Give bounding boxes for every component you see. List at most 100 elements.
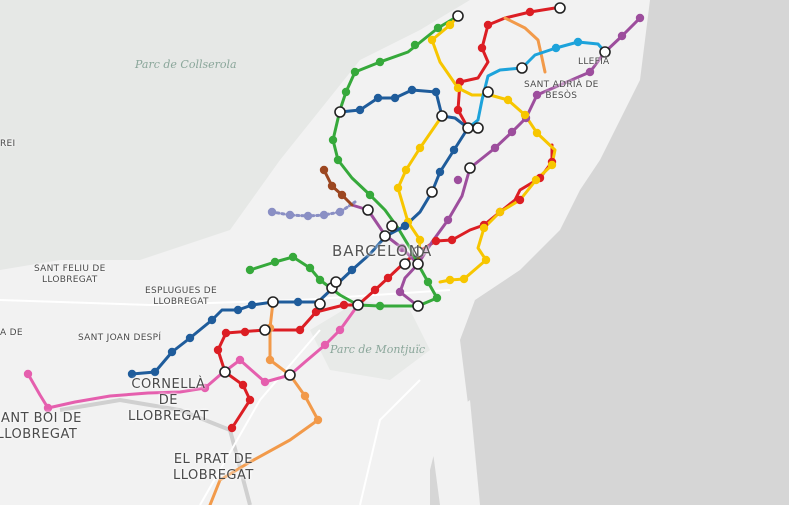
station-l1-11[interactable]: [431, 236, 441, 246]
station-fgc-3[interactable]: [235, 355, 245, 365]
station-l10-1[interactable]: [573, 37, 583, 47]
interchange-station-13[interactable]: [412, 246, 424, 258]
station-l4-10[interactable]: [453, 83, 463, 93]
station-l4-9[interactable]: [503, 95, 513, 105]
station-rb-0[interactable]: [319, 165, 329, 175]
station-l5-8[interactable]: [347, 265, 357, 275]
station-l3-3[interactable]: [305, 263, 315, 273]
station-l5-10[interactable]: [435, 167, 445, 177]
station-l2-6[interactable]: [507, 127, 517, 137]
station-l5-12[interactable]: [355, 105, 365, 115]
station-l4-5[interactable]: [531, 175, 541, 185]
interchange-station-23[interactable]: [219, 366, 231, 378]
station-l1-9[interactable]: [370, 285, 380, 295]
station-l4-16[interactable]: [401, 165, 411, 175]
station-l4-12[interactable]: [445, 20, 455, 30]
station-l1-10[interactable]: [383, 273, 393, 283]
station-l1-8[interactable]: [339, 300, 349, 310]
station-l5-14[interactable]: [390, 93, 400, 103]
station-l3-13[interactable]: [375, 57, 385, 67]
interchange-station-3[interactable]: [599, 46, 611, 58]
interchange-station-25[interactable]: [472, 122, 484, 134]
station-l2-9[interactable]: [585, 67, 595, 77]
station-l3-9[interactable]: [333, 155, 343, 165]
interchange-station-4[interactable]: [482, 86, 494, 98]
station-l4-0[interactable]: [445, 275, 455, 285]
station-l4-1[interactable]: [459, 274, 469, 284]
station-l5-1[interactable]: [150, 367, 160, 377]
station-l5-6[interactable]: [247, 300, 257, 310]
station-l5-0[interactable]: [127, 369, 137, 379]
interchange-station-11[interactable]: [386, 220, 398, 232]
station-l3-12[interactable]: [350, 67, 360, 77]
station-l2-1[interactable]: [397, 243, 407, 253]
station-l2-4[interactable]: [453, 175, 463, 185]
station-l4-8[interactable]: [520, 110, 530, 120]
station-l4-3[interactable]: [479, 223, 489, 233]
interchange-station-16[interactable]: [412, 300, 424, 312]
station-l1-15[interactable]: [515, 195, 525, 205]
station-l1-0[interactable]: [227, 423, 237, 433]
station-l5-16[interactable]: [431, 87, 441, 97]
station-l3-6[interactable]: [432, 293, 442, 303]
interchange-station-5[interactable]: [334, 106, 346, 118]
station-l2-8[interactable]: [532, 90, 542, 100]
station-l3-5[interactable]: [375, 301, 385, 311]
station-l2-2[interactable]: [395, 287, 405, 297]
interchange-station-10[interactable]: [362, 204, 374, 216]
interchange-station-6[interactable]: [436, 110, 448, 122]
station-l3-4[interactable]: [315, 275, 325, 285]
interchange-station-2[interactable]: [516, 62, 528, 74]
interchange-station-8[interactable]: [464, 162, 476, 174]
station-l5-13[interactable]: [373, 93, 383, 103]
station-l1-3[interactable]: [213, 345, 223, 355]
station-l3-7[interactable]: [423, 277, 433, 287]
station-l11-2[interactable]: [303, 211, 313, 221]
station-l3-1[interactable]: [270, 257, 280, 267]
station-rb-2[interactable]: [337, 190, 347, 200]
station-l3-0[interactable]: [245, 265, 255, 275]
station-l4-13[interactable]: [415, 235, 425, 245]
station-l1-20[interactable]: [477, 43, 487, 53]
station-l4-11[interactable]: [427, 35, 437, 45]
interchange-station-14[interactable]: [399, 258, 411, 270]
station-l5-7[interactable]: [293, 297, 303, 307]
station-l4-2[interactable]: [481, 255, 491, 265]
station-l4-7[interactable]: [532, 128, 542, 138]
station-l4-17[interactable]: [415, 143, 425, 153]
interchange-station-17[interactable]: [352, 299, 364, 311]
station-l2-5[interactable]: [490, 143, 500, 153]
station-l1-21[interactable]: [483, 20, 493, 30]
station-l3-2[interactable]: [288, 252, 298, 262]
station-l3-10[interactable]: [328, 135, 338, 145]
interchange-station-12[interactable]: [379, 230, 391, 242]
interchange-station-18[interactable]: [314, 298, 326, 310]
station-l5-4[interactable]: [207, 315, 217, 325]
station-l9-0[interactable]: [265, 355, 275, 365]
station-l5-11[interactable]: [449, 145, 459, 155]
station-l2-10[interactable]: [617, 31, 627, 41]
station-l11-4[interactable]: [335, 207, 345, 217]
station-rb-1[interactable]: [327, 181, 337, 191]
station-l1-12[interactable]: [447, 235, 457, 245]
station-l9-1[interactable]: [300, 391, 310, 401]
interchange-station-0[interactable]: [452, 10, 464, 22]
station-l11-1[interactable]: [285, 210, 295, 220]
station-fgc-0[interactable]: [23, 369, 33, 379]
station-l2-11[interactable]: [635, 13, 645, 23]
station-l2-3[interactable]: [443, 215, 453, 225]
station-l5-15[interactable]: [407, 85, 417, 95]
station-l1-4[interactable]: [221, 328, 231, 338]
station-l4-6[interactable]: [547, 160, 557, 170]
interchange-station-9[interactable]: [426, 186, 438, 198]
station-l1-5[interactable]: [240, 327, 250, 337]
interchange-station-22[interactable]: [259, 324, 271, 336]
interchange-station-24[interactable]: [284, 369, 296, 381]
station-l1-2[interactable]: [238, 380, 248, 390]
interchange-station-7[interactable]: [462, 122, 474, 134]
station-l1-22[interactable]: [525, 7, 535, 17]
interchange-station-20[interactable]: [330, 276, 342, 288]
station-l9-2[interactable]: [313, 415, 323, 425]
station-fgc-6[interactable]: [335, 325, 345, 335]
